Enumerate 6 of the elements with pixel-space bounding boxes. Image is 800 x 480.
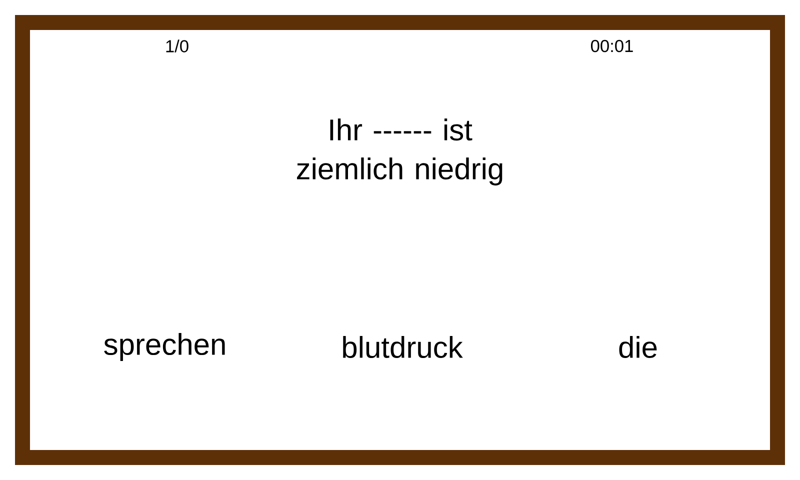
answer-option: blutdruck — [343, 336, 463, 358]
timer: 00:01 — [590, 40, 633, 52]
question-text: Ihr ------ ist ziemlich niedrig — [297, 118, 502, 186]
answer-option: die — [619, 336, 657, 358]
score-counter: 1/0 — [166, 40, 188, 52]
answer-option: sprechen — [104, 333, 225, 361]
